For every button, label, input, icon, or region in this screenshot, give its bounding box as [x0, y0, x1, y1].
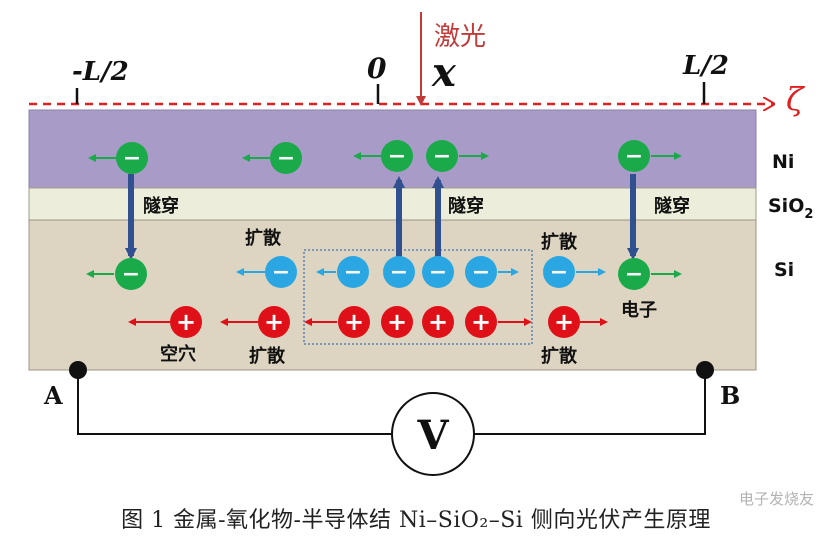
svg-text:−: −: [388, 144, 406, 169]
si-layer-label: Si: [774, 259, 794, 281]
ni-electrons: − − − − −: [116, 140, 650, 174]
hole-3: +: [338, 306, 370, 338]
diffuse-label-top-right: 扩散: [541, 231, 578, 253]
si-electrons: − − − − − − − −: [115, 256, 650, 290]
hole-5: +: [422, 306, 454, 338]
electron-si-blue-1: −: [265, 256, 297, 288]
diffuse-label-bot-left: 扩散: [249, 345, 286, 367]
electron-ni-2: −: [270, 142, 302, 174]
sio2-layer-label: SiO2: [768, 195, 813, 222]
svg-text:−: −: [277, 146, 295, 171]
watermark: 电子发烧友: [738, 490, 814, 508]
zeta-label: ζ: [786, 80, 805, 118]
svg-text:−: −: [390, 260, 408, 285]
hole-6: +: [465, 306, 497, 338]
diffuse-label-top-left: 扩散: [245, 227, 282, 249]
hole-label: 空穴: [160, 343, 196, 365]
electron-si-blue-6: −: [543, 256, 575, 288]
ni-layer-label: Ni: [772, 151, 794, 173]
right-bound-label: L/2: [682, 51, 729, 81]
voltmeter: [391, 392, 475, 476]
svg-text:+: +: [264, 308, 284, 336]
svg-text:−: −: [550, 260, 568, 285]
svg-text:+: +: [387, 308, 407, 336]
x-label: x: [431, 49, 457, 96]
holes: + + + + + + +: [170, 306, 580, 338]
electron-label: 电子: [621, 299, 657, 321]
svg-text:−: −: [272, 260, 290, 285]
svg-text:+: +: [554, 308, 574, 336]
sio2-base: SiO: [768, 195, 804, 217]
hole-7: +: [548, 306, 580, 338]
si-layer: [28, 219, 757, 371]
terminal-b-label: B: [720, 381, 740, 410]
electron-si-green-left: −: [115, 258, 147, 290]
tunnel-label-mid: 隧穿: [448, 195, 484, 217]
electron-si-blue-3: −: [383, 256, 415, 288]
electron-ni-5: −: [618, 140, 650, 172]
tunnel-label-right: 隧穿: [654, 195, 690, 217]
svg-text:−: −: [122, 262, 140, 287]
electron-si-blue-4: −: [422, 256, 454, 288]
electron-ni-1: −: [116, 142, 148, 174]
svg-text:−: −: [429, 260, 447, 285]
diffuse-label-bot-right: 扩散: [541, 345, 578, 367]
svg-text:+: +: [176, 308, 196, 336]
terminal-a-dot: [69, 361, 87, 379]
svg-text:−: −: [472, 260, 490, 285]
sio2-subscript: 2: [804, 207, 813, 222]
terminal-b-dot: [696, 361, 714, 379]
sio2-layer: [28, 187, 757, 221]
svg-text:−: −: [433, 144, 451, 169]
tunnel-label-left: 隧穿: [143, 195, 179, 217]
electron-ni-4: −: [426, 140, 458, 172]
left-bound-label: -L/2: [72, 57, 129, 87]
illuminated-region: [303, 249, 533, 345]
svg-text:−: −: [344, 260, 362, 285]
circuit-wire-right: [474, 370, 706, 435]
svg-text:−: −: [625, 262, 643, 287]
svg-text:+: +: [428, 308, 448, 336]
figure-caption: 图 1 金属-氧化物-半导体结 Ni–SiO₂–Si 侧向光伏产生原理: [121, 508, 711, 533]
electron-si-blue-2: −: [337, 256, 369, 288]
electron-si-blue-5: −: [465, 256, 497, 288]
electron-ni-3: −: [381, 140, 413, 172]
voltmeter-label: V: [416, 412, 449, 459]
hole-2: +: [258, 306, 290, 338]
origin-label: 0: [367, 52, 387, 85]
svg-text:+: +: [471, 308, 491, 336]
laser-label: 激光: [434, 22, 486, 52]
circuit-wire: [77, 370, 392, 435]
drift-arrows: [86, 152, 682, 326]
hole-1: +: [170, 306, 202, 338]
electron-si-green-right: −: [618, 258, 650, 290]
terminal-a-label: A: [43, 381, 63, 410]
svg-text:−: −: [123, 146, 141, 171]
svg-text:+: +: [344, 308, 364, 336]
hole-4: +: [381, 306, 413, 338]
svg-text:−: −: [625, 144, 643, 169]
